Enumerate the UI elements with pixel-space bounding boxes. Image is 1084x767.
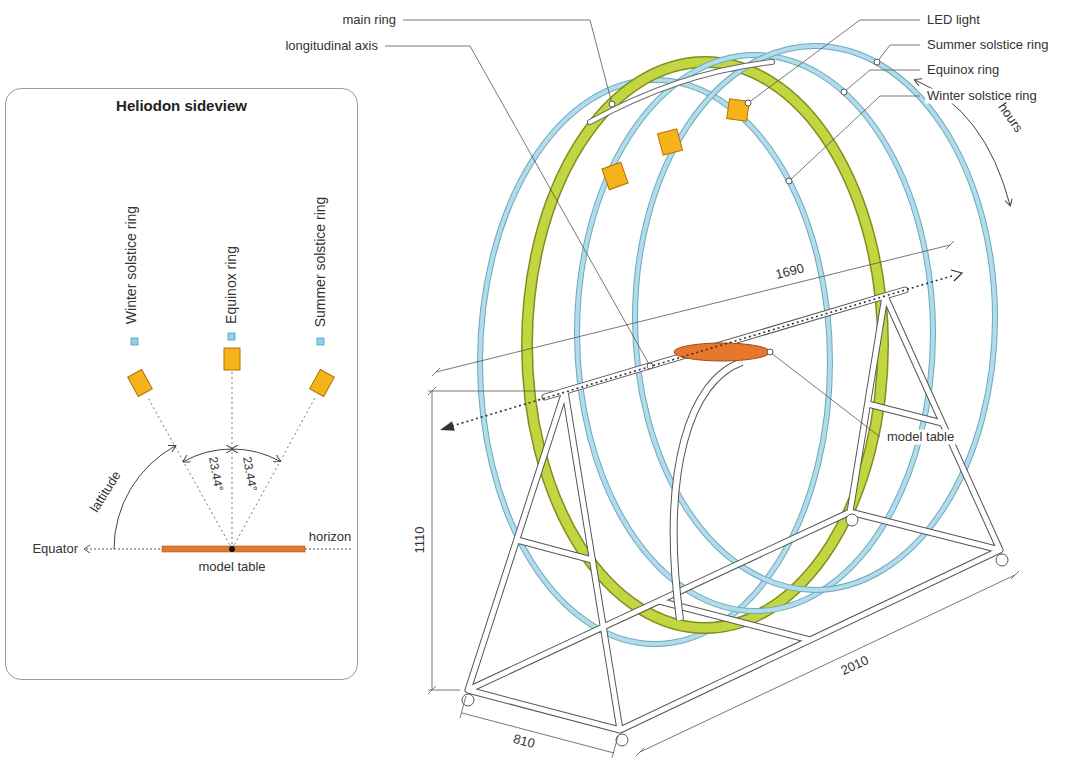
ring-label: Summer solstice ring: [312, 195, 328, 330]
part-label: model table: [885, 430, 956, 445]
angle-label: lattitude: [87, 467, 126, 517]
heliodon-drawing: [428, 46, 1019, 758]
part-label: longitudinal axis: [283, 39, 380, 54]
dimension-label: 810: [510, 731, 539, 752]
angle-label: 23.44°: [205, 454, 225, 495]
direction-label: horizon: [307, 530, 354, 545]
dimension-label: 1690: [772, 261, 808, 283]
leader-lines: [385, 20, 920, 437]
dimension-label: 1110: [413, 525, 428, 556]
direction-label: Equator: [30, 542, 80, 557]
part-label: main ring: [341, 13, 398, 28]
part-label: LED light: [925, 13, 982, 28]
part-label: Summer solstice ring: [925, 38, 1050, 53]
inset-panel: Heliodon sideview: [5, 88, 358, 680]
panel-heading: Heliodon sideview: [6, 97, 357, 114]
part-label: Equinox ring: [925, 63, 1001, 78]
ring-label: Winter solstice ring: [123, 204, 139, 326]
part-label: model table: [196, 560, 267, 575]
sideview-drawing: [84, 333, 352, 553]
motion-label: hours: [993, 99, 1026, 137]
angle-label: 23.44°: [239, 454, 259, 495]
ring-label: Equinox ring: [223, 244, 239, 326]
part-label: Winter solstice ring: [925, 89, 1039, 104]
